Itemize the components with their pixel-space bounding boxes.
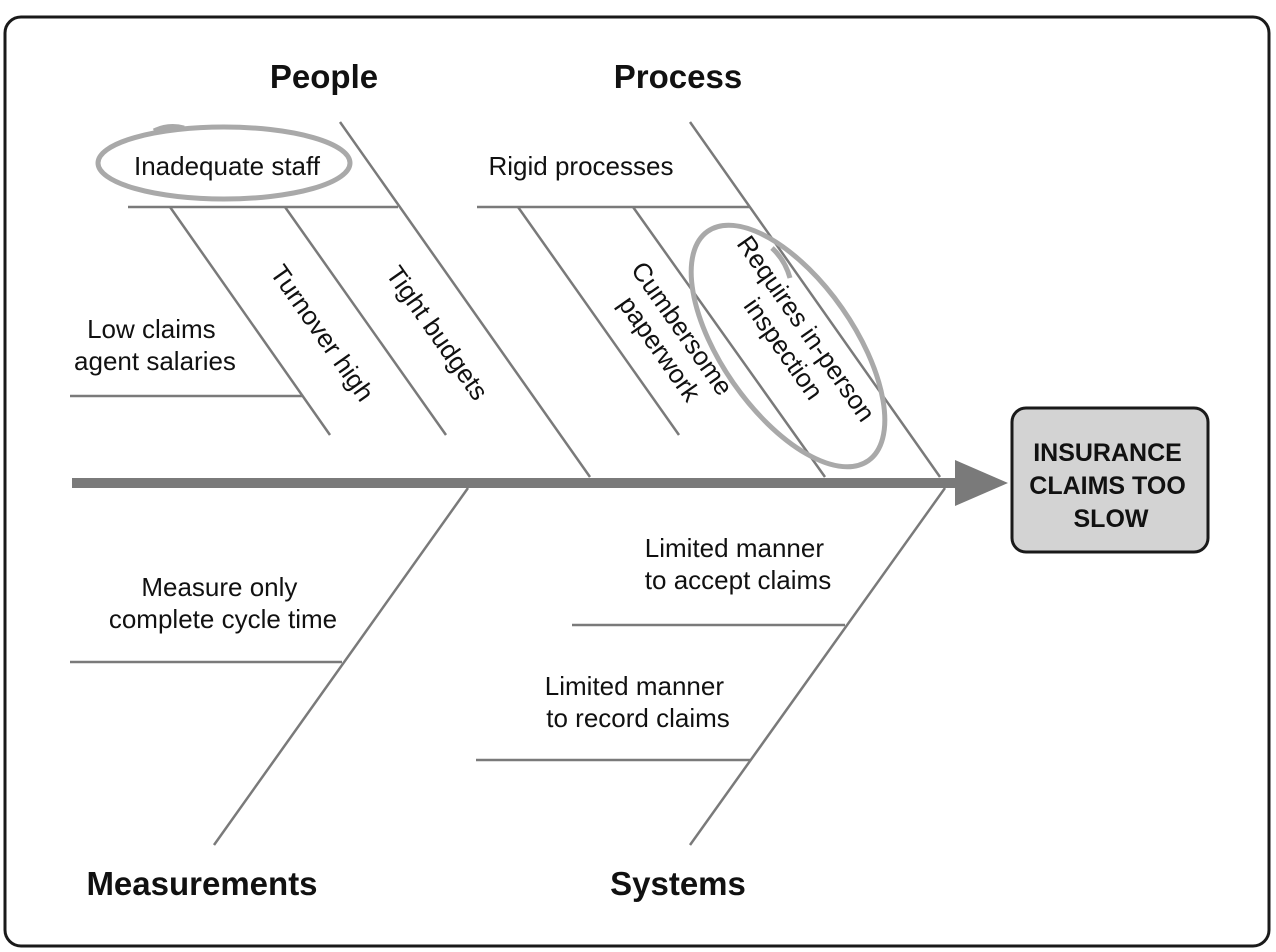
people-budgets-bone xyxy=(283,206,448,436)
cause-limited-record-line-1: Limited manner xyxy=(545,671,725,701)
highlight-ring-inspection xyxy=(688,222,888,470)
cause-limited-record: Limited manner to record claims xyxy=(545,671,731,733)
cause-measure-cycle-time: Measure only complete cycle time xyxy=(109,572,337,634)
highlight-ring-inspection-tail xyxy=(770,246,793,279)
effect-box xyxy=(1010,406,1210,554)
cause-low-claims-salaries-line-1: Low claims xyxy=(87,314,216,344)
effect-label: INSURANCE CLAIMS TOO SLOW xyxy=(1029,439,1192,533)
cause-rigid-processes: Rigid processes xyxy=(489,151,674,181)
category-systems-label: Systems xyxy=(610,865,746,902)
category-measurements-label: Measurements xyxy=(86,865,317,902)
effect-line-3: SLOW xyxy=(1074,505,1149,533)
process-paperwork-bone xyxy=(516,206,681,436)
process-main-bone xyxy=(688,121,942,478)
effect-line-1: INSURANCE xyxy=(1033,439,1182,467)
cause-limited-accept-line-2: to accept claims xyxy=(645,565,831,595)
people-main-bone xyxy=(338,121,592,478)
systems-main-bone xyxy=(688,487,947,846)
measurements-main-bone xyxy=(212,487,470,846)
cause-inadequate-staff: Inadequate staff xyxy=(134,151,321,181)
cause-limited-accept: Limited manner to accept claims xyxy=(645,533,831,595)
cause-low-claims-salaries-line-2: agent salaries xyxy=(74,346,236,376)
highlight-ring-staff-tail xyxy=(152,124,185,134)
category-process-label: Process xyxy=(614,58,742,95)
effect-line-2: CLAIMS TOO xyxy=(1029,472,1185,500)
cause-measure-cycle-time-line-2: complete cycle time xyxy=(109,604,337,634)
cause-low-claims-salaries: Low claims agent salaries xyxy=(74,314,236,376)
people-turnover-bone xyxy=(168,206,332,436)
cause-measure-cycle-time-line-1: Measure only xyxy=(141,572,297,602)
process-inspection-bone xyxy=(631,206,827,478)
highlight-ring-staff xyxy=(95,124,353,202)
spine-arrowhead xyxy=(955,460,1008,506)
cause-limited-accept-line-1: Limited manner xyxy=(645,533,825,563)
cause-limited-record-line-2: to record claims xyxy=(546,703,730,733)
category-people-label: People xyxy=(270,58,378,95)
